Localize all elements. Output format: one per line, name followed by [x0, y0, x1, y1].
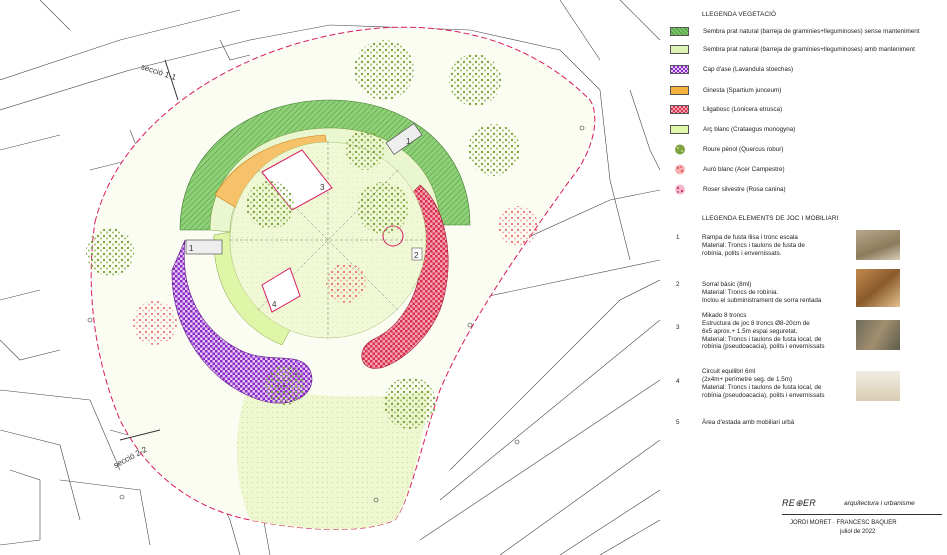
legend-item-ginesta: Ginesta (Spartium junceum) [670, 85, 781, 96]
light-green-swatch [670, 45, 689, 54]
section-1-label: secció 1-1 [140, 62, 178, 82]
red-check-swatch [670, 105, 689, 114]
marker-4: 4 [272, 300, 277, 309]
studio-logo: RE⊕ER [782, 498, 817, 508]
ramp-photo [856, 230, 900, 260]
trees-auro [133, 206, 538, 345]
lime-swatch [670, 125, 689, 134]
ramp-left: 1 [185, 239, 223, 255]
sandpit-photo [856, 269, 900, 307]
tree-red-icon [670, 164, 689, 175]
balance-circuit-photo [856, 371, 900, 401]
trees-roure [86, 40, 520, 429]
meadow-lower [236, 380, 430, 530]
tree-green-icon [670, 144, 689, 155]
legend-item-arc-blanc: Arç blanc (Crataegus monogyna) [670, 124, 795, 135]
tree-pink-icon [670, 184, 689, 195]
ramp-top: 1 [385, 123, 423, 155]
section-2-label: secció 2-2 [112, 445, 149, 470]
marker-2: 2 [414, 251, 419, 260]
elements-legend-title: LLEGENDA ELEMENTS DE JOC I MOBILIARI [702, 215, 839, 222]
orange-swatch [670, 86, 689, 95]
date: juliol de 2022 [840, 529, 876, 535]
mikado-photo [856, 320, 900, 350]
marker-1b: 1 [406, 137, 411, 146]
legend-item-auro: Auró blanc (Acer Campestre) [670, 164, 785, 175]
play-element-balance: 4 [261, 267, 301, 313]
legend-item-meadow-no-maintenance: Sembra prat natural (barreja de gramínie… [670, 26, 919, 37]
legend-item-meadow-maintenance: Sembra prat natural (barreja de gramínie… [670, 44, 915, 55]
vegetation-legend-title: LLEGENDA VEGETACIÓ [702, 11, 777, 18]
marker-1a: 1 [189, 244, 194, 253]
green-hatch-swatch [670, 27, 689, 36]
legend-panel: LLEGENDA VEGETACIÓ Sembra prat natural (… [662, 0, 947, 555]
legend-item-cap-dase: Cap d'ase (Lavandula stoechas) [670, 64, 793, 75]
cap-dase-zone [171, 239, 313, 404]
credits-divider [782, 514, 942, 515]
legend-item-lligabosc: Lligabosc (Lonicera etrusca) [670, 104, 782, 115]
marker-3: 3 [320, 183, 325, 192]
section-marker-1: secció 1-1 [140, 59, 179, 101]
legend-item-roser: Roser silvestre (Rosa canina) [670, 184, 786, 195]
site-plan: 3 4 1 1 2 secció 1-1 [0, 0, 660, 555]
purple-check-swatch [670, 65, 689, 74]
legend-item-roure: Roure pènol (Quercus robur) [670, 144, 784, 155]
authors: JORDI MORET · FRANCESC BAQUER [790, 520, 897, 526]
utility-points [87, 125, 585, 503]
marker-2-group: 2 [411, 247, 423, 261]
studio-subtitle: arquitectura i urbanisme [844, 500, 915, 507]
